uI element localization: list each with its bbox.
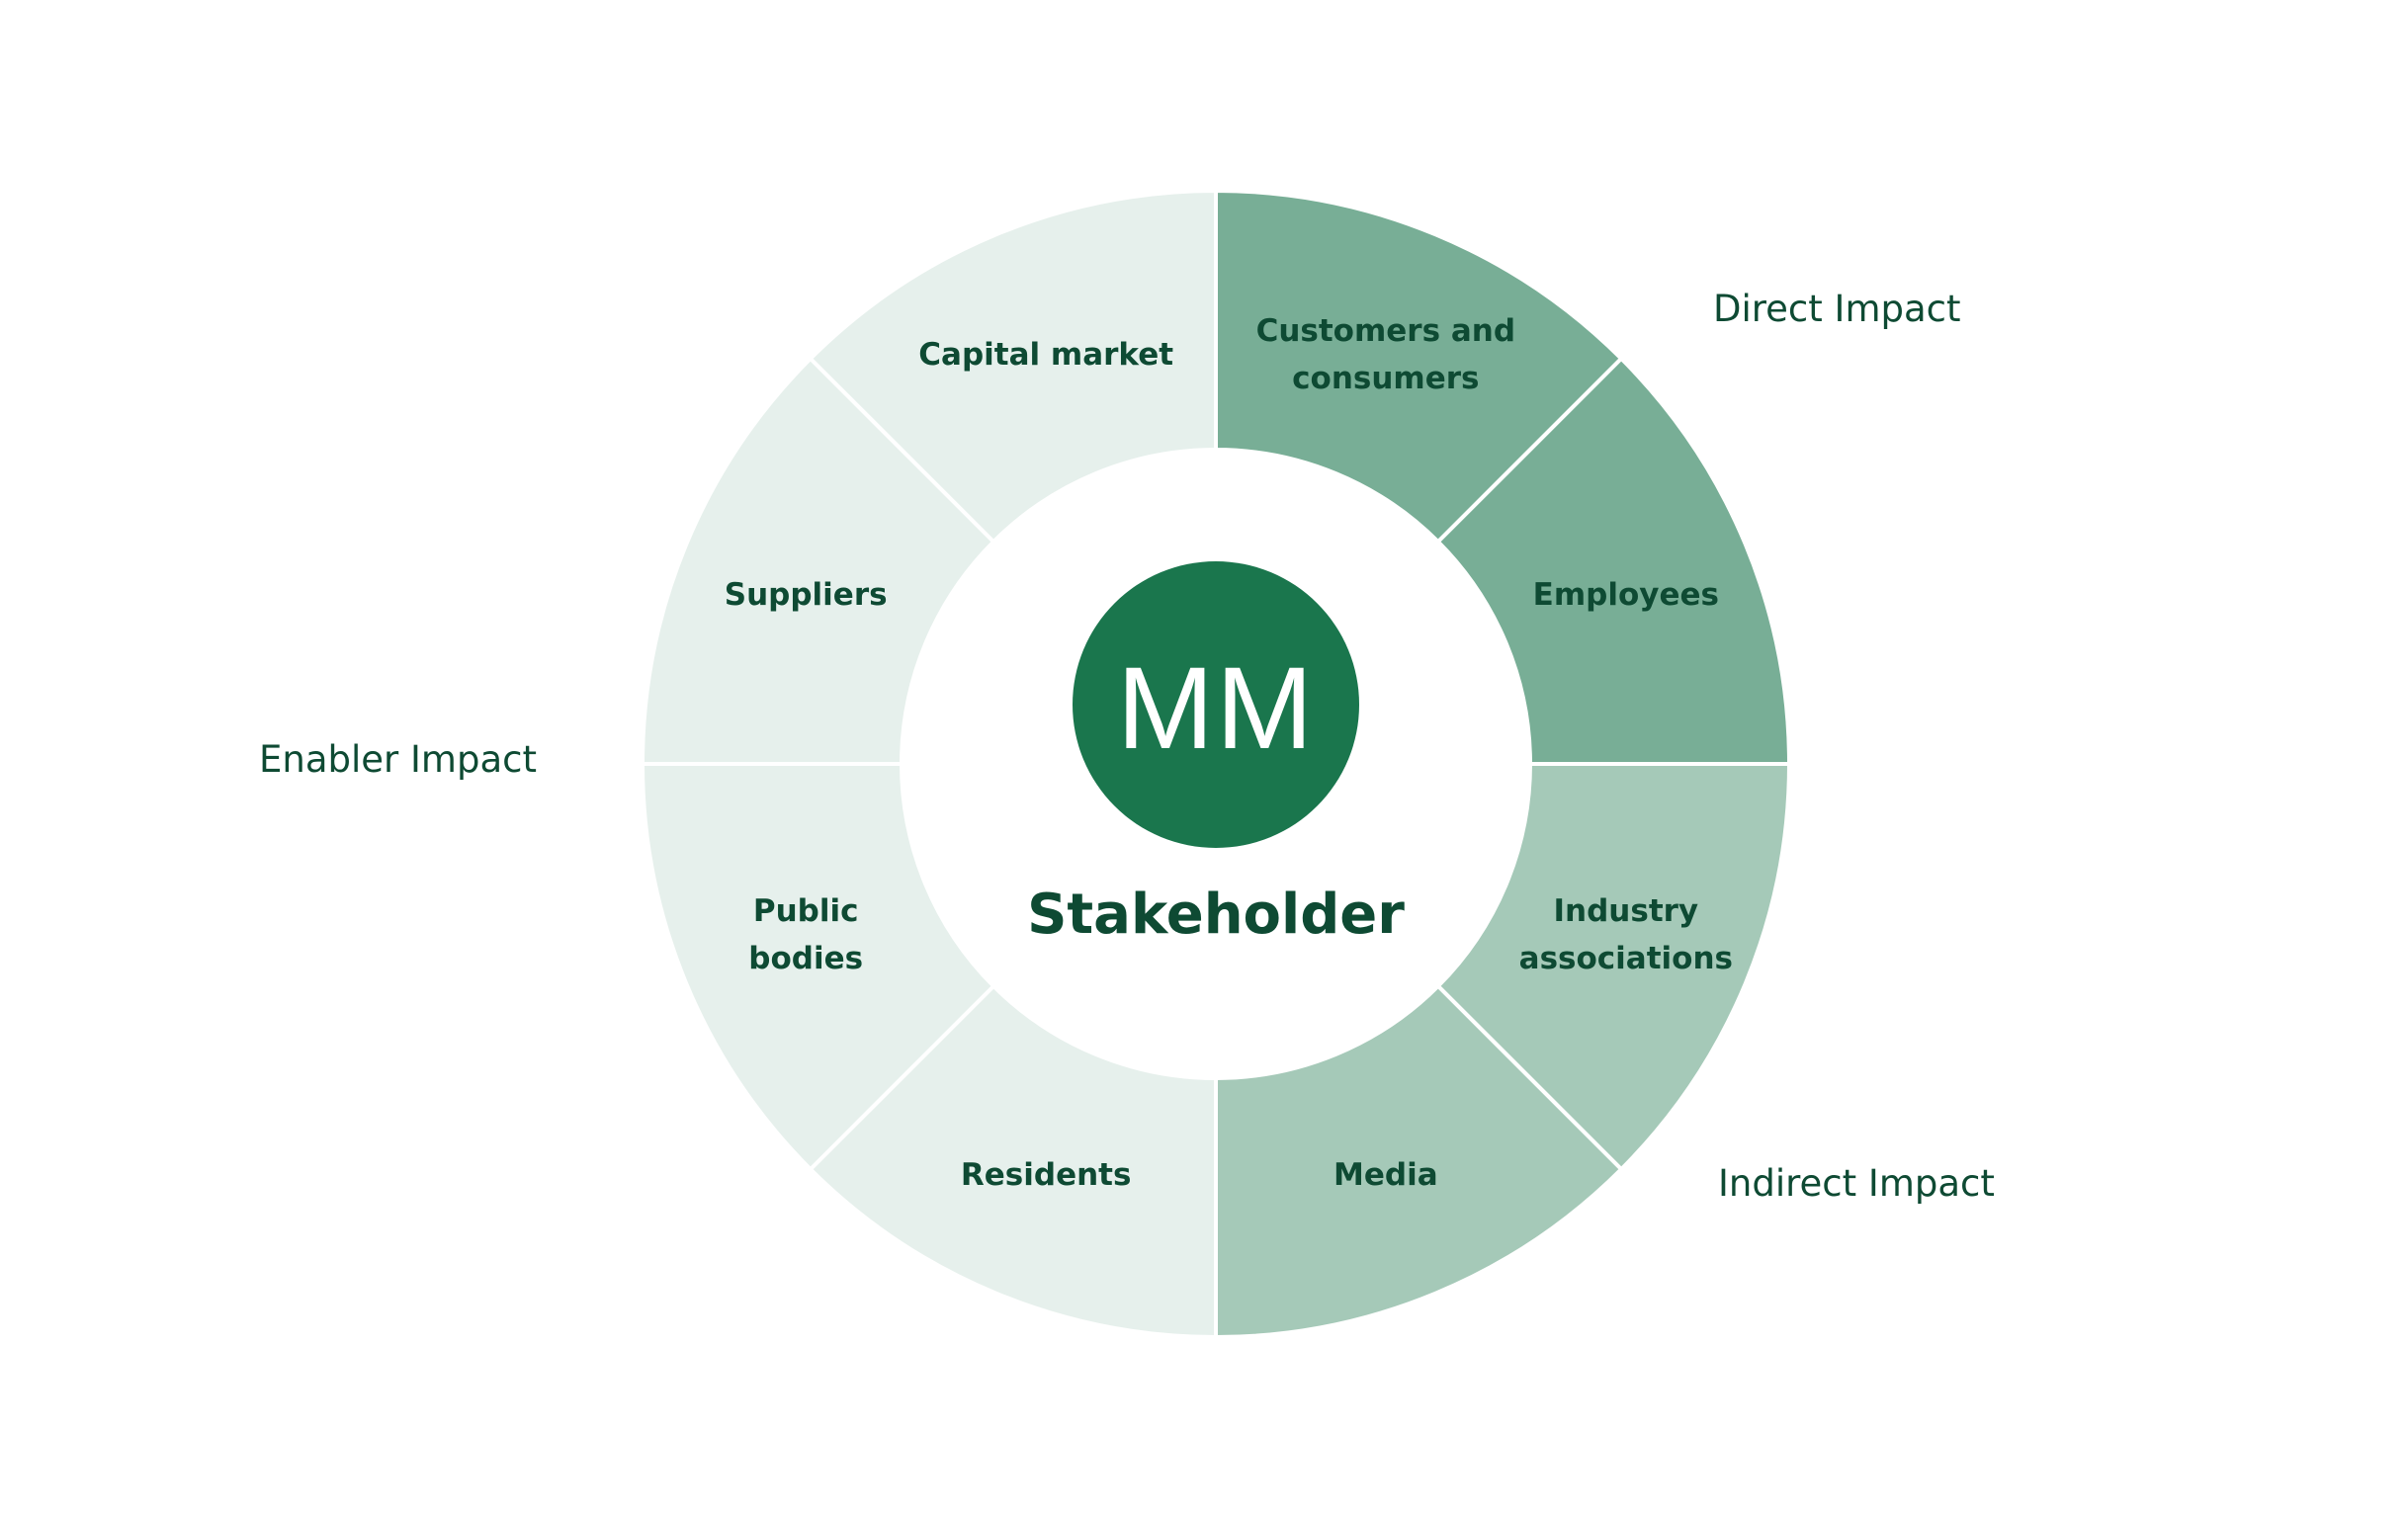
- segment-label-line: Suppliers: [725, 577, 888, 613]
- segment-label-line: Media: [1333, 1157, 1438, 1193]
- segment-label-line: Capital market: [918, 337, 1173, 373]
- segment-industry-associations: [1435, 762, 1792, 1172]
- segment-label-line: Customers and: [1256, 313, 1515, 349]
- segment-customers-and-consumers: [1214, 188, 1624, 545]
- segment-label-line: bodies: [748, 941, 863, 976]
- segment-label-line: Industry: [1554, 893, 1699, 929]
- segment-label: Suppliers: [725, 577, 888, 613]
- segment-label-line: associations: [1519, 941, 1733, 976]
- segment-label: Industry associations: [1519, 893, 1733, 976]
- group-label-indirect: Indirect Impact: [1718, 1162, 1995, 1205]
- segment-label: Public bodies: [748, 893, 863, 976]
- group-label-enabler: Enabler Impact: [259, 738, 537, 781]
- segment-label-line: Employees: [1533, 577, 1719, 613]
- segment-label: Media: [1333, 1157, 1438, 1193]
- logo-circle: [1073, 561, 1359, 848]
- segment-label: Residents: [961, 1157, 1132, 1193]
- segment-label-line: Residents: [961, 1157, 1132, 1193]
- logo-text: MM: [1117, 643, 1316, 774]
- segment-employees: [1435, 356, 1792, 766]
- segment-label: Capital market: [918, 337, 1173, 373]
- segment-residents: [808, 983, 1218, 1340]
- segment-label-line: Public: [753, 893, 859, 929]
- segment-public-bodies: [640, 762, 996, 1172]
- group-label-direct: Direct Impact: [1713, 288, 1961, 330]
- center-title: Stakeholder: [1027, 883, 1405, 947]
- segment-suppliers: [640, 356, 996, 766]
- segment-label: Customers and consumers: [1256, 313, 1515, 396]
- segment-label: Employees: [1533, 577, 1719, 613]
- segment-label-line: consumers: [1292, 361, 1479, 396]
- segment-capital-market: [808, 188, 1218, 545]
- segment-media: [1214, 983, 1624, 1340]
